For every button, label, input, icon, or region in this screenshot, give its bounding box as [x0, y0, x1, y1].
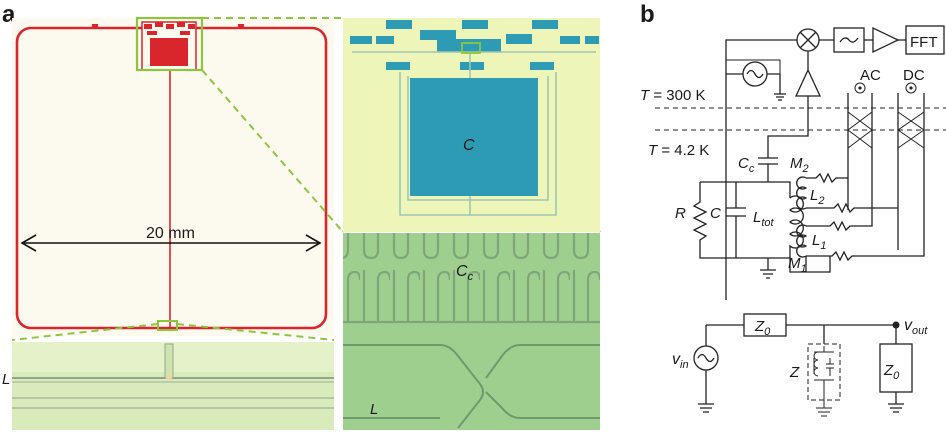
z0-top-label: Z0 [754, 318, 771, 338]
cc-label: Cc [738, 155, 755, 175]
z0-shunt-box [879, 343, 913, 393]
ac-dc-lines [847, 82, 925, 250]
micro-pads [350, 20, 599, 70]
capacitor-C [726, 182, 746, 258]
panel-b-letter: b [640, 1, 655, 28]
scale-bar-label: 20 mm [146, 225, 195, 242]
amplifier-symbol [872, 26, 900, 54]
detection-chain: FFT [725, 25, 945, 300]
preamp-symbol [794, 68, 822, 97]
panel-b: b FFT AC DC [640, 1, 946, 417]
z-label: Z [789, 364, 800, 381]
r-label: R [675, 205, 686, 222]
micrograph-bottom-left: L [2, 342, 334, 430]
zoom-box-top [135, 16, 204, 72]
tab-right [238, 24, 244, 28]
pickup-coils [789, 172, 925, 273]
panel-a: a 20 mm [2, 1, 601, 430]
label-L-right: L [370, 401, 378, 418]
label-C: C [463, 137, 475, 154]
z0-series-box [743, 313, 787, 337]
micro-capacitor [410, 78, 538, 196]
temperature-stages [655, 107, 946, 131]
coupling-capacitor [758, 157, 778, 182]
ac-label: AC [860, 67, 881, 84]
micrograph-top-right: C [343, 18, 600, 232]
micrograph-bottom-right: Cc L [343, 233, 600, 430]
vout-label: vout [904, 317, 928, 337]
chip-photo: 20 mm [12, 16, 334, 336]
tank-circuit [692, 181, 804, 279]
resistor-R [692, 182, 790, 259]
label-L-left: L [2, 371, 10, 388]
m1-label: M1 [788, 255, 807, 275]
l1-label: L1 [812, 232, 826, 252]
tab-left [92, 24, 98, 28]
m2-label: M2 [790, 155, 809, 175]
z0-right-label: Z0 [883, 362, 900, 382]
fft-label: FFT [910, 34, 938, 51]
ltot-label: Ltot [753, 209, 775, 229]
l2-label: L2 [810, 187, 824, 207]
label-Cc: Cc [456, 263, 474, 283]
c-label: C [710, 205, 721, 222]
scale-bar [20, 234, 322, 252]
cluster-pads [144, 22, 195, 35]
vin-label: vin [672, 351, 689, 371]
t-300-label: T = 300 K [640, 87, 705, 104]
cluster-capacitor [150, 38, 188, 66]
t-42-label: T = 4.2 K [648, 142, 709, 159]
zoom-box-bottom [157, 320, 178, 331]
equivalent-circuit [693, 313, 913, 417]
dc-label: DC [903, 67, 925, 84]
